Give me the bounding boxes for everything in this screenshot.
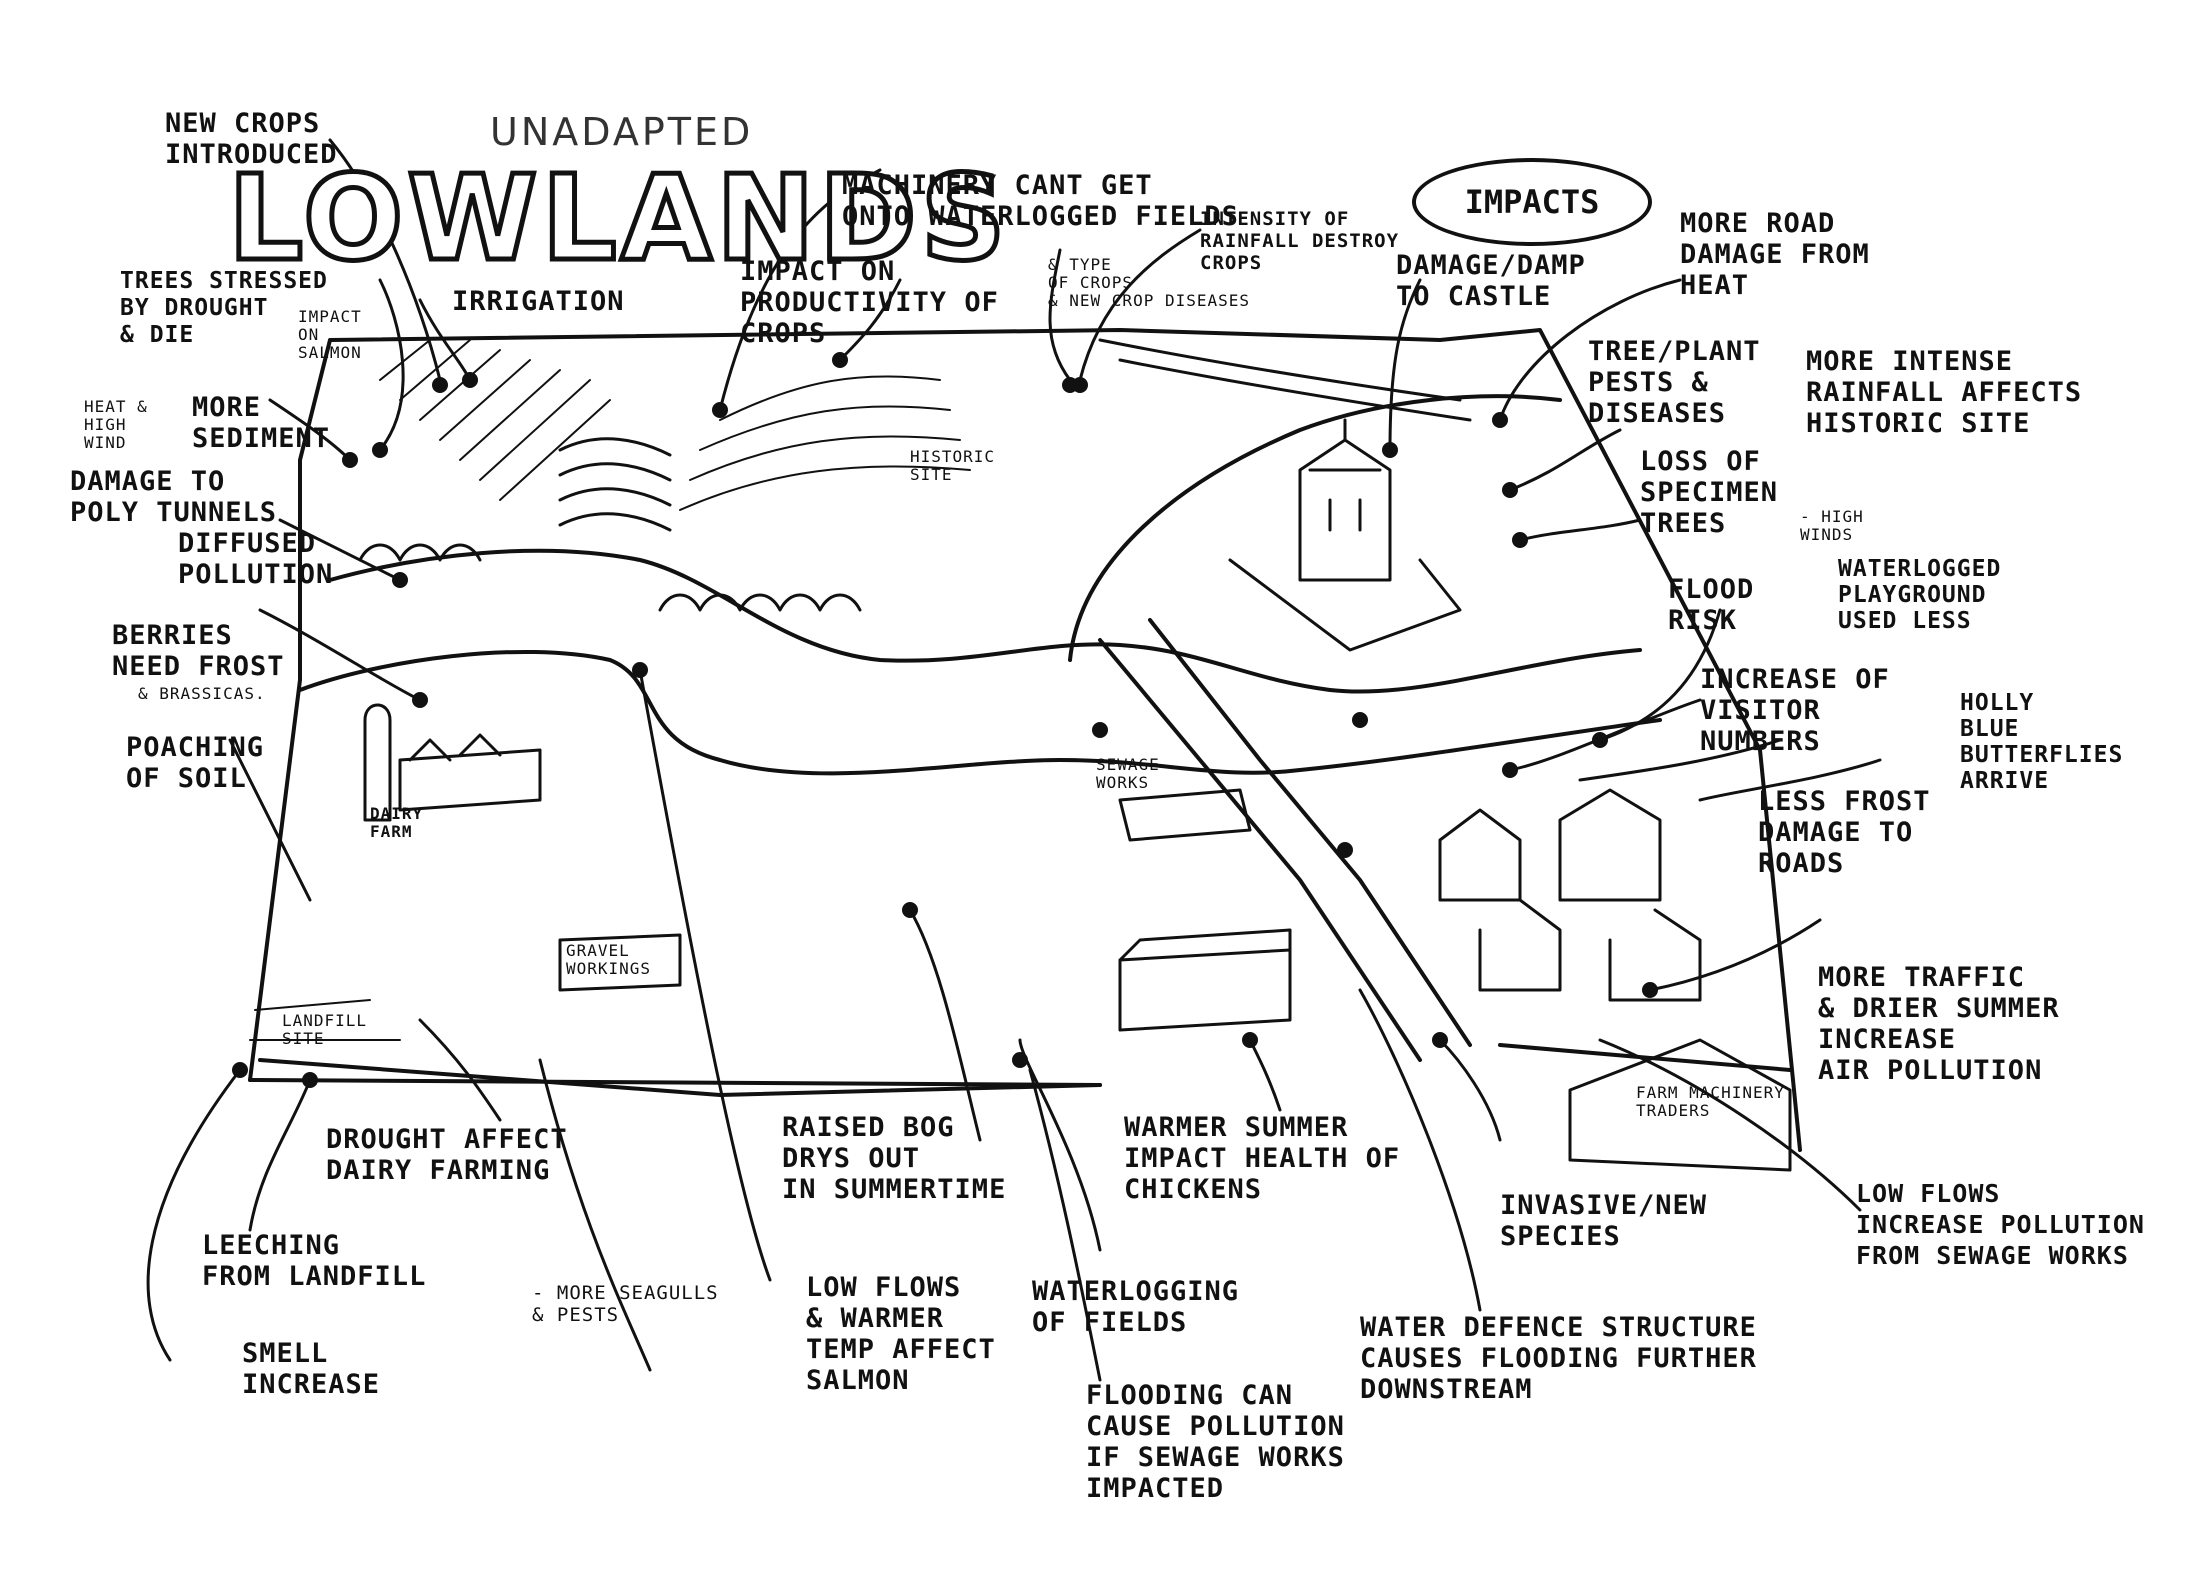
label-smell: SMELL INCREASE bbox=[242, 1338, 381, 1400]
label-leeching: LEECHING FROM LANDFILL bbox=[202, 1230, 427, 1292]
castle bbox=[1298, 418, 1392, 582]
railway bbox=[1098, 338, 1472, 422]
label-drought-dairy: DROUGHT AFFECT DAIRY FARMING bbox=[326, 1124, 568, 1186]
sewage-works bbox=[1118, 788, 1252, 842]
field-hatching bbox=[379, 339, 611, 501]
label-low-flows-sewage: LOW FLOWS INCREASE POLLUTION FROM SEWAGE… bbox=[1856, 1179, 2145, 1270]
map-label-dairy-farm: DAIRY FARM bbox=[370, 804, 424, 841]
road-left-edge bbox=[1068, 394, 1562, 662]
label-water-defence: WATER DEFENCE STRUCTURE CAUSES FLOODING … bbox=[1360, 1312, 1757, 1405]
label-poaching-soil: POACHING OF SOIL bbox=[126, 732, 265, 794]
label-specimen-trees: LOSS OF SPECIMEN TREES bbox=[1640, 446, 1779, 539]
map-label-farm-machinery: FARM MACHINERY TRADERS bbox=[1636, 1083, 1785, 1120]
label-playground: WATERLOGGED PLAYGROUND USED LESS bbox=[1838, 556, 2002, 634]
label-productivity: IMPACT ON PRODUCTIVITY OF CROPS bbox=[740, 256, 999, 349]
dairy-silo bbox=[363, 703, 392, 822]
label-trees-stressed: TREES STRESSED BY DROUGHT & DIE bbox=[120, 268, 328, 348]
label-flooding-pollution: FLOODING CAN CAUSE POLLUTION IF SEWAGE W… bbox=[1086, 1380, 1345, 1504]
marker-dots bbox=[232, 352, 1658, 1088]
label-diffused-pollution: DIFFUSED POLLUTION bbox=[178, 528, 334, 590]
subtitle: UNADAPTED bbox=[490, 110, 754, 154]
label-low-flows-salmon: LOW FLOWS & WARMER TEMP AFFECT SALMON bbox=[806, 1272, 996, 1396]
leader-lines bbox=[146, 138, 1882, 1382]
label-machinery: MACHINERY CANT GET ONTO WATERLOGGED FIEL… bbox=[842, 170, 1239, 232]
treeline bbox=[358, 543, 862, 612]
label-new-crops: NEW CROPS INTRODUCED bbox=[165, 108, 338, 170]
label-less-frost: LESS FROST DAMAGE TO ROADS bbox=[1758, 786, 1931, 879]
map-label-historic-site: HISTORIC SITE bbox=[910, 447, 996, 484]
chicken-shed bbox=[1118, 928, 1292, 1032]
label-raised-bog: RAISED BOG DRYS OUT IN SUMMERTIME bbox=[782, 1112, 1007, 1205]
landfill-area bbox=[249, 999, 401, 1041]
label-invasive: INVASIVE/NEW SPECIES bbox=[1500, 1190, 1708, 1252]
label-damage-tunnels: DAMAGE TO POLY TUNNELS bbox=[70, 466, 278, 528]
map-label-gravel-workings: GRAVEL WORKINGS bbox=[566, 941, 652, 978]
label-type-crops: & TYPE OF CROPS & NEW CROP DISEASES bbox=[1048, 255, 1251, 310]
label-rainfall-historic: MORE INTENSE RAINFALL AFFECTS HISTORIC S… bbox=[1806, 346, 2083, 439]
label-waterlogging: WATERLOGGING OF FIELDS bbox=[1032, 1276, 1240, 1338]
label-flood-risk: FLOOD RISK bbox=[1668, 574, 1755, 636]
map-label-landfill-site: LANDFILL SITE bbox=[282, 1011, 368, 1048]
river-bank-upper bbox=[328, 548, 1642, 694]
label-traffic: MORE TRAFFIC & DRIER SUMMER INCREASE AIR… bbox=[1818, 962, 2060, 1086]
river-bank-lower bbox=[298, 649, 1662, 776]
label-berries-frost: BERRIES NEED FROST bbox=[112, 620, 285, 682]
village-houses bbox=[1438, 788, 1702, 1002]
poly-tunnels bbox=[558, 437, 672, 532]
label-tree-pests: TREE/PLANT PESTS & DISEASES bbox=[1588, 336, 1761, 429]
label-holly-blue: HOLLY BLUE BUTTERFLIES ARRIVE bbox=[1960, 690, 2124, 794]
label-visitor-numbers: INCREASE OF VISITOR NUMBERS bbox=[1700, 664, 1890, 757]
label-more-sediment: MORE SEDIMENT bbox=[192, 392, 331, 454]
castle-grounds bbox=[1228, 558, 1462, 652]
map-label-sewage-works: SEWAGE WORKS bbox=[1096, 755, 1160, 792]
crop-rows bbox=[679, 375, 971, 511]
label-road-heat: MORE ROAD DAMAGE FROM HEAT bbox=[1680, 208, 1870, 301]
label-high-winds: - HIGH WINDS bbox=[1800, 507, 1864, 544]
machinery-traders bbox=[1568, 1038, 1792, 1172]
diagram-title: LOWLANDS bbox=[226, 149, 1010, 287]
map-bottom-edge bbox=[248, 1078, 1102, 1087]
label-irrigation: IRRIGATION bbox=[452, 286, 625, 317]
label-brassicas: & BRASSICAS. bbox=[138, 684, 266, 703]
label-damage-castle: DAMAGE/DAMP TO CASTLE bbox=[1396, 250, 1586, 312]
road-lower bbox=[1098, 618, 1472, 1062]
label-seagulls: - MORE SEAGULLS & PESTS bbox=[532, 1282, 719, 1326]
label-heat-wind: HEAT & HIGH WIND bbox=[84, 397, 148, 452]
label-warmer-summer: WARMER SUMMER IMPACT HEALTH OF CHICKENS bbox=[1124, 1112, 1401, 1205]
dairy-buildings bbox=[398, 733, 542, 812]
impacts-badge: IMPACTS bbox=[1412, 158, 1652, 246]
label-impact-salmon: IMPACT ON SALMON bbox=[298, 307, 362, 362]
label-rainfall-crops: INTENSITY OF RAINFALL DESTROY CROPS bbox=[1200, 208, 1400, 274]
map-outline bbox=[248, 328, 1802, 1152]
gravel-sign bbox=[558, 933, 682, 992]
